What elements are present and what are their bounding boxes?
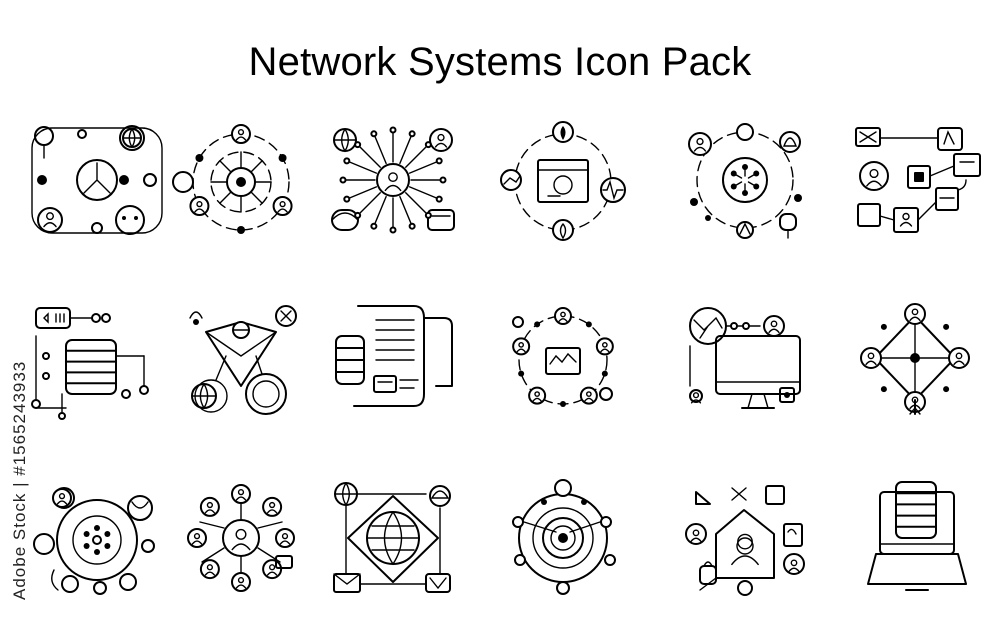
user-starburst-icon-graphic [331,126,455,234]
database-circuit-icon-graphic [31,307,149,420]
monitor-ring-icon-graphic [512,307,614,407]
connected-boxes-icon-graphic [855,127,981,233]
dashboard-ring-icon-graphic [500,121,626,241]
user-frame-icon [670,474,820,599]
connected-boxes-icon [840,118,990,243]
user-ring-icon [166,474,316,599]
page-title: Network Systems Icon Pack [248,40,752,84]
user-frame-icon-graphic [685,485,805,596]
dashboard-ring-icon [488,118,638,243]
wireframe-globe-icon-graphic [333,482,451,593]
orbit-network-icon-graphic [172,124,293,234]
circle-cluster-icon-graphic [33,487,155,595]
circle-cluster-icon [22,474,172,599]
diamond-hub-icon-graphic [860,303,970,415]
node-ring-icon-graphic [688,123,802,239]
diamond-globe-icon [166,296,316,421]
target-ring-icon [488,474,638,599]
document-database-icon [318,296,468,421]
network-hub-icon [22,118,172,243]
diamond-globe-icon-graphic [189,305,297,415]
user-starburst-icon [318,118,468,243]
node-ring-icon [670,118,820,243]
database-monitor-icon [840,474,990,599]
orbit-network-icon [166,118,316,243]
database-circuit-icon [22,296,172,421]
desktop-map-icon-graphic [689,307,801,409]
network-hub-icon-graphic [31,125,163,235]
wireframe-globe-icon [318,474,468,599]
desktop-map-icon [670,296,820,421]
document-database-icon-graphic [335,305,453,407]
database-monitor-icon-graphic [867,481,967,591]
diamond-hub-icon [840,296,990,421]
monitor-ring-icon [488,296,638,421]
target-ring-icon-graphic [512,479,616,595]
user-ring-icon-graphic [187,484,295,592]
